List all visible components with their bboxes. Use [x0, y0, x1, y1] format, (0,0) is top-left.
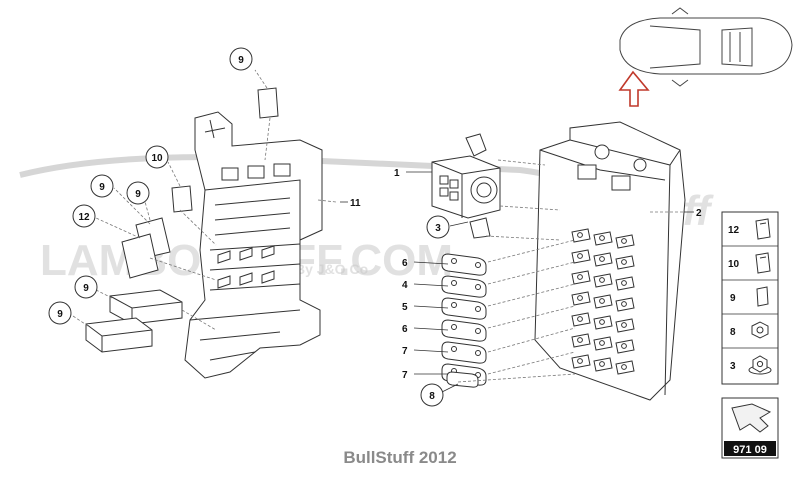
panel-slot-terminal: [599, 298, 605, 304]
legend-label-2: 10: [728, 259, 740, 270]
callout-left-6: 11: [350, 198, 361, 209]
panel-slot-terminal: [621, 322, 627, 328]
panel-slot-terminal: [577, 337, 583, 343]
callout-left-4: 9: [135, 189, 141, 200]
fuse-strip-small: [446, 371, 479, 388]
panel-slot-terminal: [621, 364, 627, 370]
panel-slot-terminal: [599, 256, 605, 262]
callout-left-7: 9: [83, 283, 89, 294]
callout-right-2: 3: [435, 223, 441, 234]
car-location-view: [619, 7, 793, 87]
leader-lines: [69, 69, 684, 383]
callout-right-4: 6: [402, 258, 408, 269]
watermark-tagline: By J&O Co: [295, 261, 368, 277]
fuse-strip-hole: [475, 328, 481, 334]
fuse-strip-hole: [451, 302, 457, 308]
fuse-parts-left: [85, 87, 279, 353]
legend-panel: 12 10 9 8 3: [721, 211, 779, 385]
panel-slot-terminal: [577, 253, 583, 259]
panel-slot-terminal: [577, 232, 583, 238]
fuse-strip-hole: [451, 258, 457, 264]
panel-slot-terminal: [621, 238, 627, 244]
callout-right-9: 7: [402, 370, 408, 381]
part-number: 971 09: [733, 444, 767, 456]
panel-slot-terminal: [621, 301, 627, 307]
fuse-strip-hole: [475, 284, 481, 290]
panel-slot-terminal: [599, 277, 605, 283]
fuse-box-bracket: [184, 111, 323, 379]
fuse-strip-hole: [475, 262, 481, 268]
fuse-12-icon: [755, 218, 771, 240]
fuse-panel-slots: [571, 228, 635, 375]
legend-label-3: 9: [730, 293, 736, 304]
location-arrow-icon: [618, 70, 650, 107]
callout-left-3: 9: [99, 182, 105, 193]
callout-leaders: [340, 171, 694, 393]
legend-label-1: 12: [728, 225, 740, 236]
panel-slot-terminal: [577, 358, 583, 364]
legend-label-4: 8: [730, 327, 736, 338]
fuse-9-icon: [756, 286, 769, 307]
fuse-strip-hole: [451, 280, 457, 286]
callout-right-7: 6: [402, 324, 408, 335]
callout-left-8: 9: [57, 309, 63, 320]
panel-slot-terminal: [599, 235, 605, 241]
panel-slot-terminal: [599, 361, 605, 367]
nut-8-icon: [751, 321, 769, 339]
panel-slot-terminal: [621, 259, 627, 265]
fuse-strip-hole: [475, 306, 481, 312]
callout-right-10: 8: [429, 391, 435, 402]
fuse-strip-hole: [475, 350, 481, 356]
fuse-10-icon: [755, 252, 771, 274]
part-number-box: 971 09: [721, 397, 779, 459]
panel-slot-terminal: [621, 343, 627, 349]
panel-slot-terminal: [577, 295, 583, 301]
callouts-left: 9 10 9 9 12 11 9 9: [48, 47, 361, 325]
panel-slot-terminal: [599, 319, 605, 325]
callout-right-6: 5: [402, 302, 408, 313]
fuse-strip-parts: [441, 253, 487, 388]
fuse-strip-hole: [451, 324, 457, 330]
callout-right-1: 1: [394, 168, 400, 179]
panel-slot-terminal: [621, 280, 627, 286]
callout-right-8: 7: [402, 346, 408, 357]
callout-right-3: 2: [696, 208, 702, 219]
relay-module: [431, 133, 501, 239]
panel-slot-terminal: [577, 316, 583, 322]
fuse-strip-hole: [451, 346, 457, 352]
panel-slot-terminal: [599, 340, 605, 346]
footer-credit: BullStuff 2012: [343, 448, 457, 467]
panel-slot-terminal: [577, 274, 583, 280]
nut-3-icon: [748, 355, 772, 375]
page-flag-icon: [731, 403, 772, 433]
callout-left-2: 10: [151, 153, 163, 164]
callout-right-5: 4: [402, 280, 408, 291]
callout-left-1: 9: [238, 55, 244, 66]
callouts-right: 1 3 2 6 4 5 6 7 7 8: [394, 168, 702, 407]
legend-label-5: 3: [730, 361, 736, 372]
callout-left-5: 12: [78, 212, 90, 223]
